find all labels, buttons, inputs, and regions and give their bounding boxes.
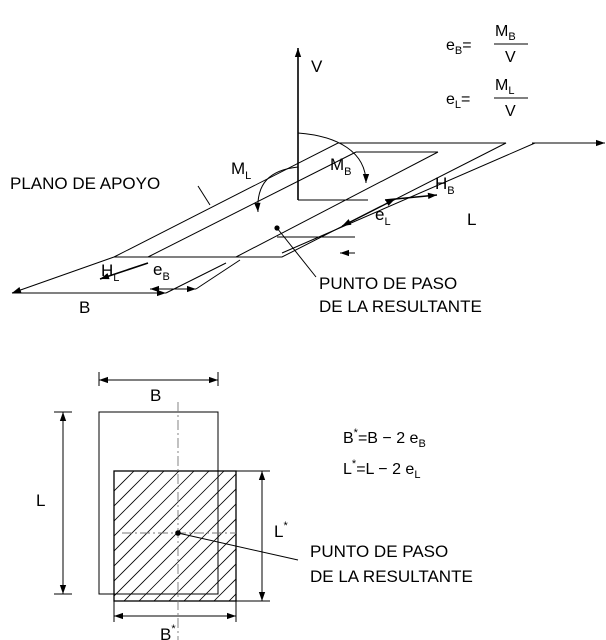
label-punto-bottom-1: PUNTO DE PASO xyxy=(310,542,448,561)
hb-arrow xyxy=(384,192,438,201)
label-bstar: B* xyxy=(160,623,176,640)
eq-eb-num: MB xyxy=(495,23,516,43)
effective-area-hatch xyxy=(114,471,236,601)
label-eb: eB xyxy=(153,260,170,283)
inner-left-edge xyxy=(147,151,357,258)
eq-eb-lhs: eB= xyxy=(446,37,472,57)
eq-bstar: B*=B − 2 eB xyxy=(343,427,426,450)
top-diagram: V ML MB HB eL L HL eB B PLANO DE APOYO P… xyxy=(10,23,605,317)
label-punto-top-1: PUNTO DE PASO xyxy=(319,274,457,293)
effective-dimension-equations: B*=B − 2 eB L*=L − 2 eL xyxy=(343,427,426,481)
b-dim-right-extension xyxy=(165,262,227,294)
label-b-top: B xyxy=(79,298,90,317)
label-ml: ML xyxy=(231,159,251,182)
eq-el-num: ML xyxy=(495,77,514,97)
inner-right-edge xyxy=(235,151,439,258)
label-v: V xyxy=(311,57,323,76)
ml-moment-arc xyxy=(254,166,299,213)
b-dim-left-extension xyxy=(11,256,115,294)
punto-leader-bottom xyxy=(177,532,299,561)
punto-leader-top xyxy=(276,227,317,278)
label-punto-top-2: DE LA RESULTANTE xyxy=(319,297,482,316)
footing-outline xyxy=(98,411,219,595)
label-punto-bottom-2: DE LA RESULTANTE xyxy=(310,567,473,586)
eb-extension xyxy=(195,259,241,290)
l-dimension xyxy=(281,142,536,254)
eq-eb-den: V xyxy=(505,49,516,66)
label-el: eL xyxy=(375,205,391,228)
eq-el-den: V xyxy=(505,103,516,120)
label-l-bottom: L xyxy=(36,491,45,510)
eccentricity-equations: eB= MB V eL= ML V xyxy=(446,23,528,120)
plano-de-apoyo-outline xyxy=(113,142,507,258)
plano-leader xyxy=(197,185,211,206)
label-hl: HL xyxy=(101,261,119,284)
label-plano: PLANO DE APOYO xyxy=(10,174,160,193)
label-l-top: L xyxy=(467,210,476,229)
el-dimension xyxy=(341,198,396,227)
effective-area-outline xyxy=(113,470,237,602)
label-b-bottom: B xyxy=(150,386,161,405)
label-mb: MB xyxy=(330,155,352,178)
eq-lstar: L*=L − 2 eL xyxy=(343,458,420,481)
hl-arrow xyxy=(99,262,149,280)
eq-el-lhs: eL= xyxy=(446,91,470,111)
label-hb: HB xyxy=(435,174,455,197)
label-lstar: L* xyxy=(274,520,288,541)
mb-moment-arc xyxy=(297,132,370,184)
bottom-diagram: B L L* B* PUNTO DE PASO DE LA RESULTANTE… xyxy=(36,372,473,640)
